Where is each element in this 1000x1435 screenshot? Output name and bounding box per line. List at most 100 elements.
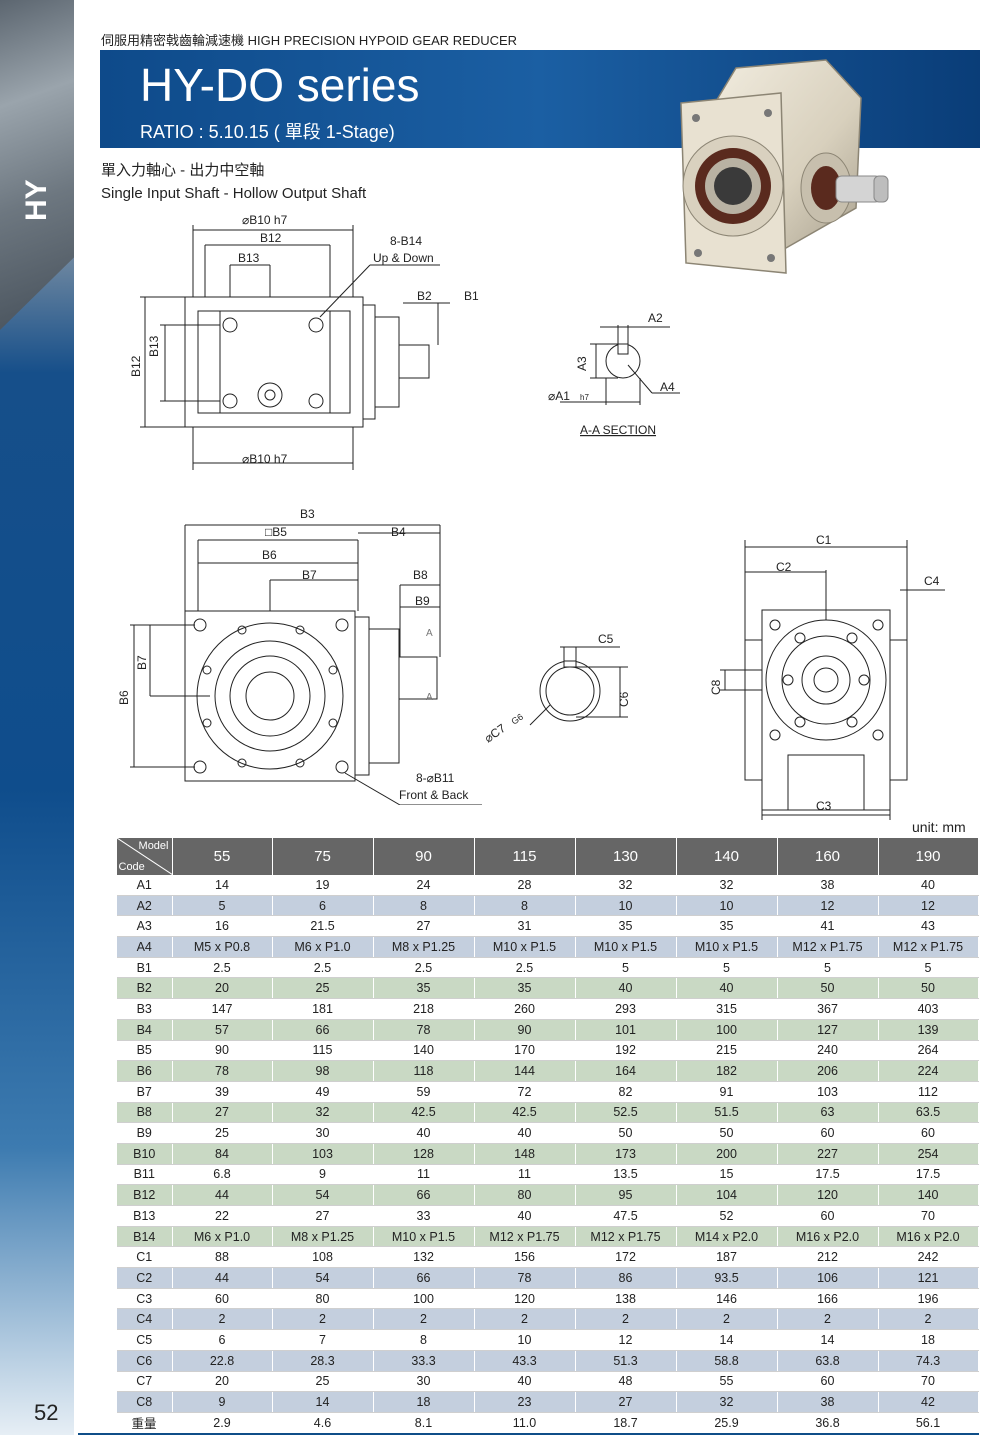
row-code: C4	[116, 1308, 173, 1331]
table-cell: 63	[777, 1102, 879, 1124]
table-cell: 5	[172, 895, 273, 917]
row-code: A4	[116, 936, 173, 958]
row-code: C2	[116, 1267, 173, 1289]
group-label-c: C	[78, 1246, 117, 1414]
table-cell: 224	[878, 1060, 979, 1082]
table-cell: 108	[272, 1246, 374, 1269]
table-cell: 196	[878, 1288, 979, 1310]
table-cell: 367	[777, 998, 879, 1020]
table-cell: 164	[575, 1060, 677, 1082]
table-cell: 11	[474, 1164, 576, 1186]
label-c2: C2	[776, 560, 792, 574]
row-code: A1	[116, 875, 173, 896]
row-code: C7	[116, 1371, 173, 1393]
table-cell: 35	[373, 977, 475, 1000]
table-cell: 40	[474, 1122, 576, 1144]
row-code: B6	[116, 1060, 173, 1082]
table-cell: M16 x P2.0	[878, 1226, 979, 1248]
table-cell: 80	[474, 1184, 576, 1206]
table-cell: 30	[272, 1122, 374, 1144]
table-cell: 200	[676, 1143, 778, 1165]
table-cell: 206	[777, 1060, 879, 1082]
weight-cell: 36.8	[777, 1412, 879, 1435]
table-cell: 55	[676, 1371, 778, 1393]
table-cell: 12	[878, 895, 979, 917]
row-code: B13	[116, 1205, 173, 1227]
table-cell: 101	[575, 1019, 677, 1041]
table-cell: 156	[474, 1246, 576, 1269]
label-section-a-bottom: A	[426, 692, 433, 703]
row-code: B7	[116, 1081, 173, 1103]
table-cell: 40	[373, 1122, 475, 1144]
label-b11-note: Front & Back	[399, 788, 469, 802]
label-b10-top: ⌀B10 h7	[242, 213, 288, 227]
label-b8: B8	[413, 568, 428, 582]
group-label-a: A	[78, 875, 117, 959]
table-cell: 58.8	[676, 1350, 778, 1372]
table-header-model-code: Model Code	[116, 838, 173, 875]
label-c8: C8	[709, 679, 723, 695]
label-b13: B13	[238, 251, 260, 265]
table-cell: 6	[272, 895, 374, 917]
table-cell: 20	[172, 1371, 273, 1393]
label-b9: B9	[415, 594, 430, 608]
label-b5: □B5	[265, 525, 287, 539]
label-b6: B6	[262, 548, 277, 562]
label-b12-vertical: B12	[129, 355, 143, 377]
table-cell: M12 x P1.75	[575, 1226, 677, 1248]
table-cell: 118	[373, 1060, 475, 1082]
table-cell: 2.5	[272, 957, 374, 979]
label-b7-vertical: B7	[135, 655, 149, 670]
weight-cell: 4.6	[272, 1412, 374, 1435]
table-cell: 33	[373, 1205, 475, 1227]
table-cell: 2.5	[474, 957, 576, 979]
table-cell: 2	[272, 1308, 374, 1331]
table-cell: 25	[272, 977, 374, 1000]
table-cell: M10 x P1.5	[373, 1226, 475, 1248]
header-model-160: 160	[777, 838, 879, 875]
table-cell: 24	[373, 875, 475, 896]
table-cell: 90	[172, 1040, 273, 1062]
table-cell: 121	[878, 1267, 979, 1289]
table-cell: 132	[373, 1246, 475, 1269]
table-cell: 2	[676, 1308, 778, 1331]
row-code: B11	[116, 1164, 173, 1186]
table-cell: 104	[676, 1184, 778, 1206]
table-cell: 240	[777, 1040, 879, 1062]
table-cell: 5	[676, 957, 778, 979]
table-cell: 293	[575, 998, 677, 1020]
table-cell: 32	[272, 1102, 374, 1124]
table-cell: 172	[575, 1246, 677, 1269]
table-cell: 35	[474, 977, 576, 1000]
table-cell: 28	[474, 875, 576, 896]
table-cell: 91	[676, 1081, 778, 1103]
table-cell: 127	[777, 1019, 879, 1041]
table-cell: M5 x P0.8	[172, 936, 273, 958]
table-cell: 9	[272, 1164, 374, 1186]
table-cell: 17.5	[777, 1164, 879, 1186]
table-cell: 40	[474, 1371, 576, 1393]
table-cell: 140	[878, 1184, 979, 1206]
table-cell: 8	[474, 895, 576, 917]
drawing-c-section: C5 C6 ⌀C7 G6	[482, 632, 631, 745]
table-cell: 14	[172, 875, 273, 896]
table-cell: 181	[272, 998, 374, 1020]
weight-label-zh: 重量	[116, 1412, 173, 1435]
table-cell: 78	[474, 1267, 576, 1289]
table-cell: 82	[575, 1081, 677, 1103]
table-cell: 254	[878, 1143, 979, 1165]
table-cell: 72	[474, 1081, 576, 1103]
table-cell: 12	[777, 895, 879, 917]
